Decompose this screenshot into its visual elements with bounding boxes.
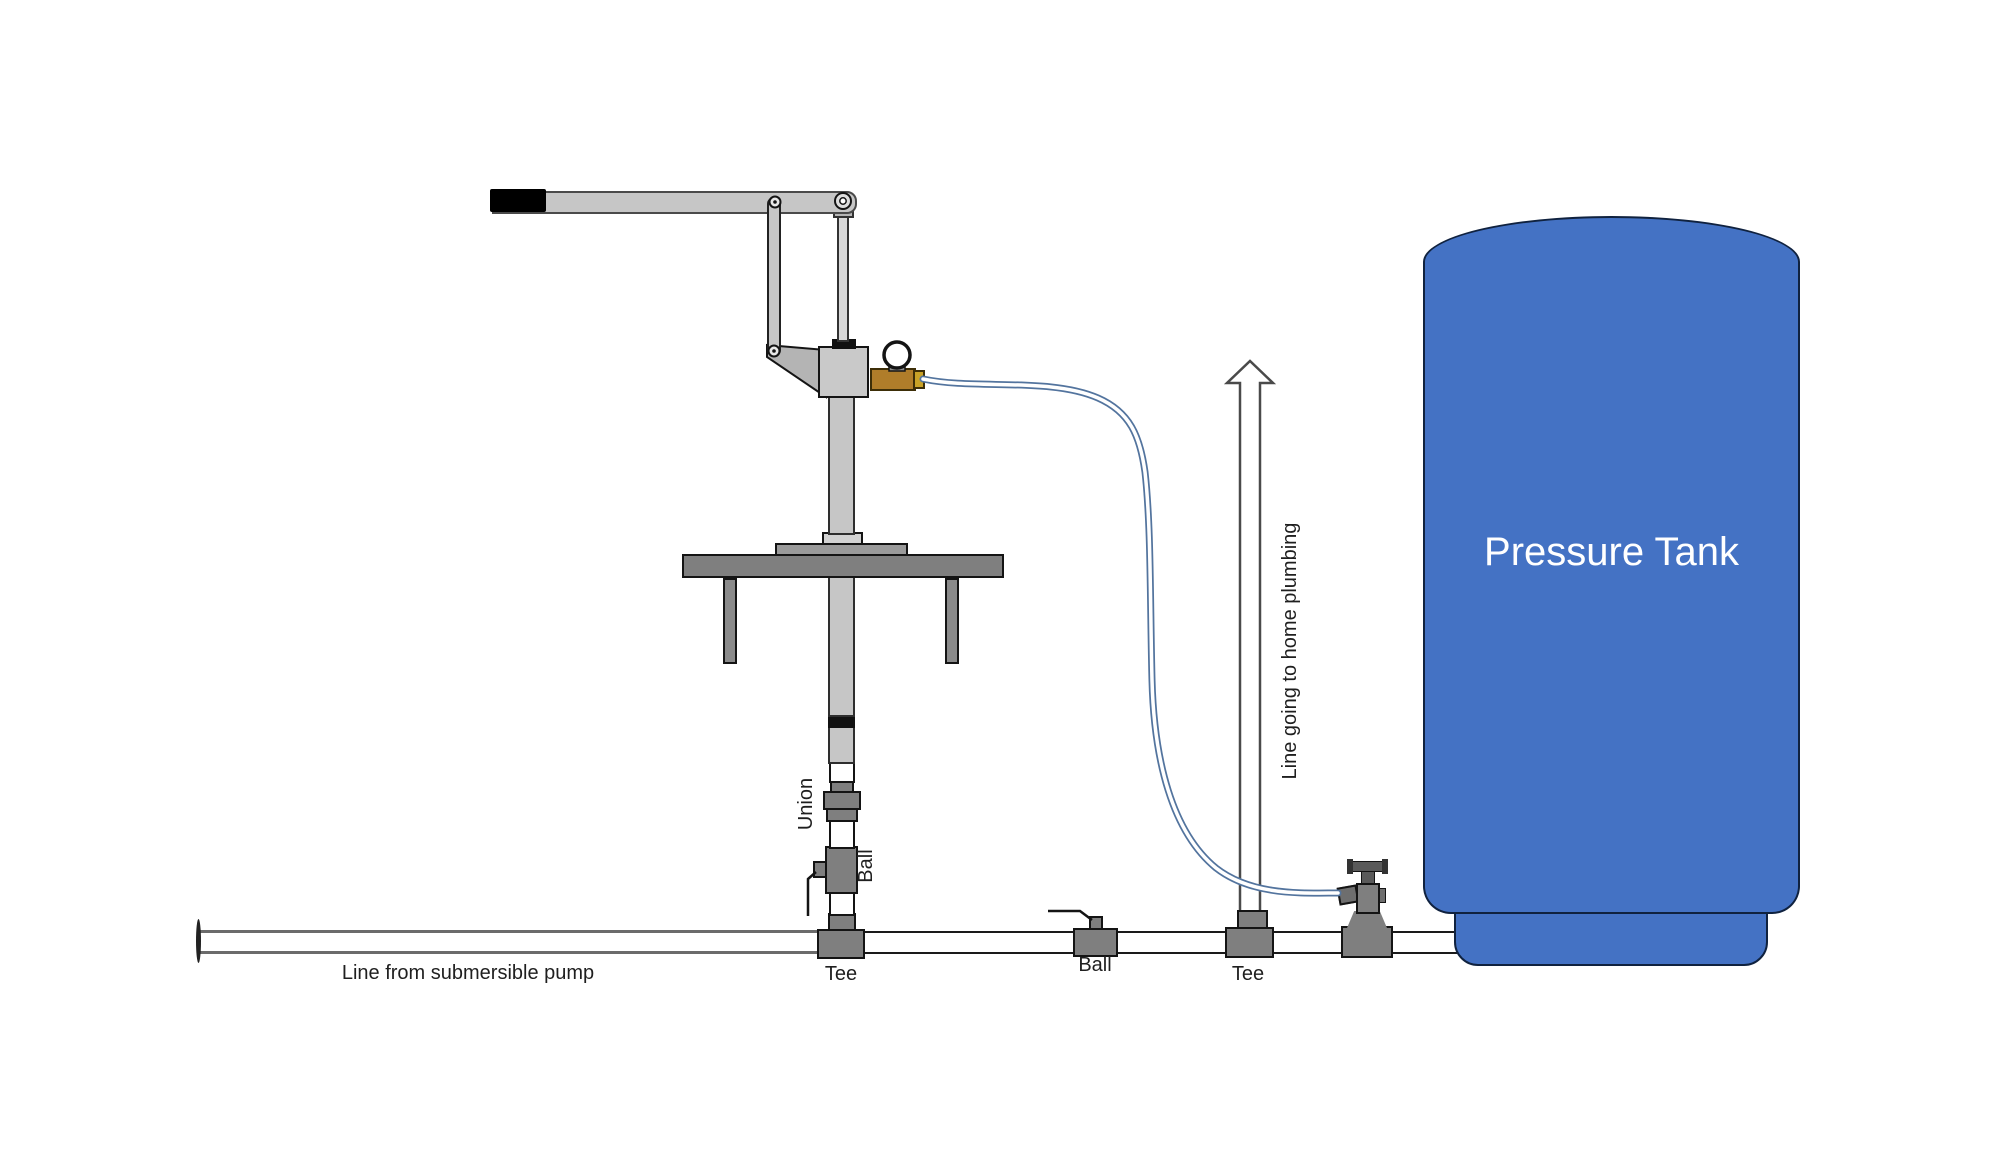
pipe-to-tank	[855, 931, 1460, 954]
drain-valve-bonnet	[1356, 883, 1380, 914]
pump-lever-grip	[490, 189, 546, 212]
flex-hose-core	[921, 377, 1340, 895]
stand-leg-left	[723, 578, 737, 664]
label-ball-mid: Ball	[1078, 954, 1112, 976]
link-pivot-bottom-pin	[772, 349, 776, 353]
pump-column-upper	[828, 395, 855, 535]
flow-arrow-up	[1223, 359, 1277, 915]
pump-column-mid	[828, 576, 855, 717]
flex-hose-outline	[919, 375, 1342, 897]
pressure-gauge-icon	[882, 340, 912, 370]
label-line-to-home: Line going to home plumbing	[1279, 522, 1301, 780]
pressure-tank-label: Pressure Tank	[1484, 530, 1739, 574]
label-ball-riser: Ball	[855, 849, 877, 883]
ball-valve-riser-body	[825, 846, 858, 894]
ball-valve-mid-handle	[1048, 909, 1093, 921]
tee-right-body	[1225, 927, 1274, 958]
lever-pivot-right-pin	[839, 197, 847, 205]
pressure-tank-base	[1454, 905, 1768, 966]
label-union: Union	[795, 777, 817, 831]
label-tee-right: Tee	[1231, 963, 1265, 985]
ball-valve-riser-handle	[806, 871, 817, 916]
pipe-end-cap	[196, 919, 201, 963]
lever-pivot-left-pin	[773, 200, 777, 204]
drain-valve-neck	[1347, 911, 1387, 928]
piston-collar	[832, 339, 856, 349]
pump-head	[818, 346, 869, 398]
drain-valve-handle-cap-left	[1347, 859, 1353, 874]
pump-column-coupling	[828, 714, 855, 728]
pipe-from-submersible-pump	[199, 930, 823, 954]
tee-left-body	[817, 929, 865, 959]
stand-leg-right	[945, 578, 959, 664]
drain-valve-handle-cap-right	[1382, 859, 1388, 874]
ball-valve-mid-body	[1073, 928, 1118, 957]
pressure-tank-body	[1423, 216, 1800, 914]
label-tee-left: Tee	[824, 963, 858, 985]
label-line-from-pump: Line from submersible pump	[341, 962, 595, 984]
